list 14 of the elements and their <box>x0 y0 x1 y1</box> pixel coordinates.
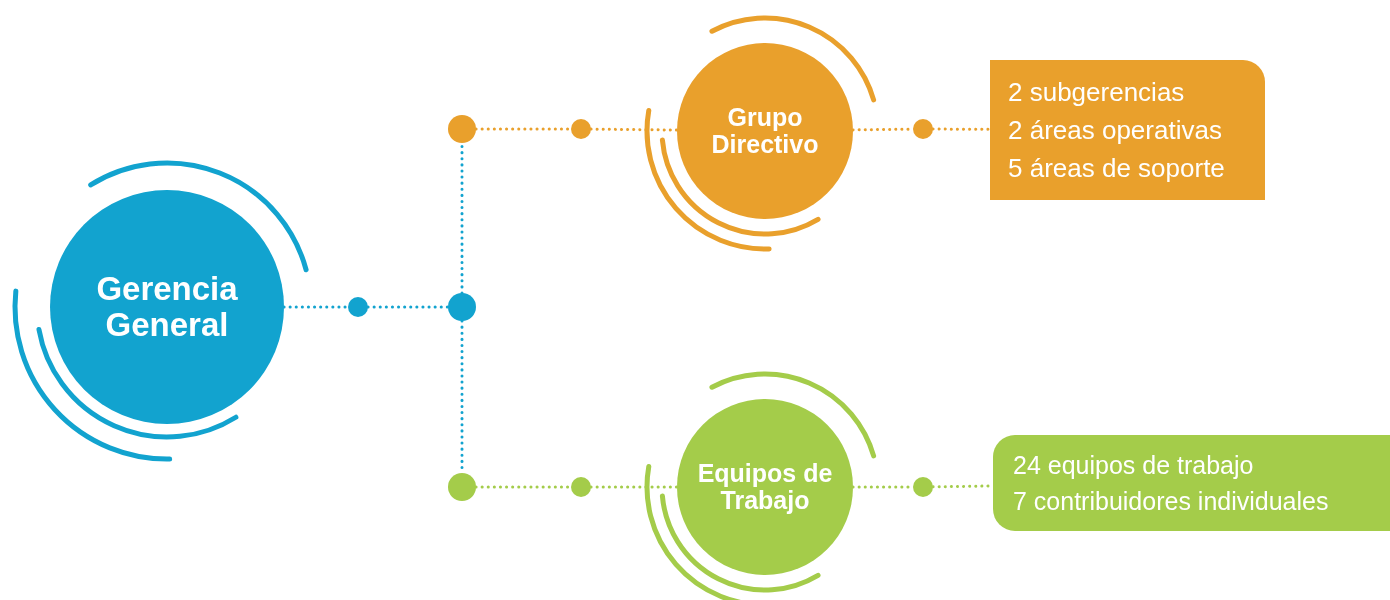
dotted-connector <box>589 127 679 132</box>
node-title: Grupo Directivo <box>710 104 820 158</box>
info-line: 7 contribuidores individuales <box>1013 486 1330 517</box>
info-card <box>990 60 1265 200</box>
info-card <box>993 435 1390 531</box>
info-line: 2 subgerencias <box>1008 76 1186 109</box>
dotted-connector <box>366 305 450 309</box>
info-line: 24 equipos de trabajo <box>1013 450 1255 481</box>
dotted-connector <box>931 127 992 131</box>
dotted-connector <box>589 485 679 489</box>
node-title: Equipos de Trabajo <box>696 460 834 514</box>
info-line: 5 áreas de soporte <box>1008 152 1226 185</box>
node-title: Gerencia General <box>95 271 239 343</box>
info-line: 2 áreas operativas <box>1008 114 1223 147</box>
